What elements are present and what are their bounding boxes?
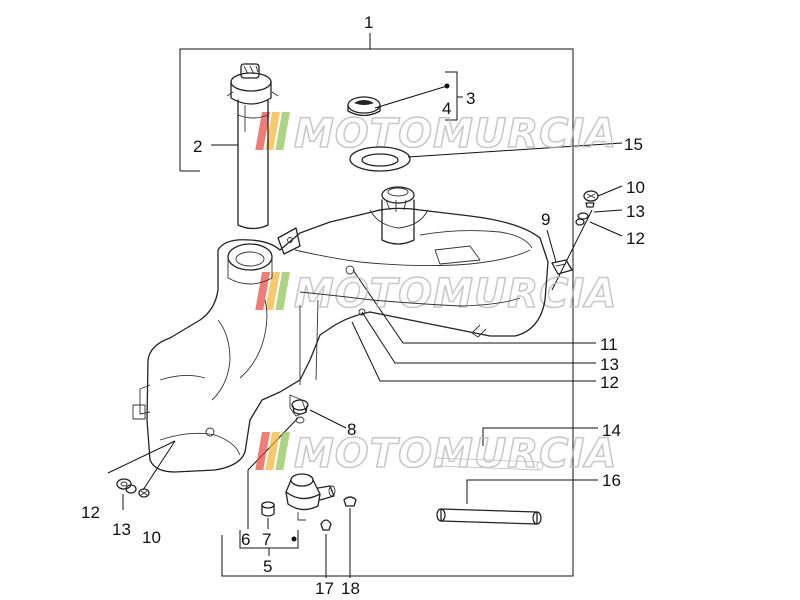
- watermark-text: MOTOMURCIA: [294, 111, 617, 157]
- watermark-stripe: [255, 432, 270, 470]
- callout-13-mid: 13: [600, 355, 619, 374]
- callout-6: 6: [241, 530, 250, 549]
- callout-5: 5: [263, 557, 272, 576]
- watermark-stripe: [265, 272, 280, 310]
- callout-8: 8: [347, 420, 356, 439]
- filler-gasket: [349, 146, 411, 172]
- callout-4: 4: [442, 99, 451, 118]
- callout-12-right: 12: [626, 229, 645, 248]
- callout-1: 1: [364, 13, 373, 32]
- watermark-stripe: [275, 432, 290, 470]
- fastener-set-right: [575, 190, 599, 226]
- watermark-stripe: [265, 432, 280, 470]
- filler-cap: [347, 96, 381, 117]
- callout-12-left: 12: [81, 503, 100, 522]
- callout-2: 2: [193, 137, 202, 156]
- hose-clamp-small: [291, 399, 309, 424]
- callout-15: 15: [624, 135, 643, 154]
- clip-part: [551, 259, 573, 275]
- watermark-text: MOTOMURCIA: [294, 431, 617, 477]
- callout-3: 3: [466, 89, 475, 108]
- watermark-bottom: MOTOMURCIA: [255, 430, 617, 478]
- hose-clip-17: [320, 519, 332, 531]
- fuel-valve: [285, 473, 336, 521]
- watermark-text: MOTOMURCIA: [294, 271, 617, 317]
- fuel-tank: [132, 186, 549, 473]
- watermark-top: MOTOMURCIA: [255, 110, 617, 158]
- fastener-set-left: [116, 478, 150, 498]
- callout-10-right: 10: [626, 178, 645, 197]
- fuel-hose-faint: [435, 457, 544, 471]
- callout-17: 17: [315, 579, 334, 598]
- callout-18: 18: [341, 579, 360, 598]
- callout-7: 7: [262, 530, 271, 549]
- watermark-stripe: [275, 272, 290, 310]
- callout-labels: 1 2 3 4 15 10 13 12 9 11 13 12 8 14 16 1…: [81, 13, 645, 598]
- callout-dot: [444, 83, 450, 89]
- callout-10-left: 10: [142, 528, 161, 547]
- breather-hose: [436, 508, 542, 525]
- callout-16: 16: [602, 471, 621, 490]
- callout-12-mid: 12: [600, 373, 619, 392]
- callout-13-right: 13: [626, 202, 645, 221]
- watermark-stripe: [255, 272, 270, 310]
- hose-clip-18: [343, 496, 357, 507]
- fuel-sender-unit: [226, 63, 279, 230]
- callout-14: 14: [602, 421, 621, 440]
- watermark-stripe: [265, 112, 280, 150]
- callout-13-left: 13: [112, 520, 131, 539]
- watermark-stripe: [255, 112, 270, 150]
- callout-dot: [291, 536, 297, 542]
- drain-plug: [261, 501, 275, 517]
- callout-9: 9: [541, 210, 550, 229]
- callout-11: 11: [600, 335, 618, 354]
- leader-lines: [107, 33, 623, 578]
- watermark-stripe: [275, 112, 290, 150]
- watermark-middle: MOTOMURCIA: [255, 270, 617, 318]
